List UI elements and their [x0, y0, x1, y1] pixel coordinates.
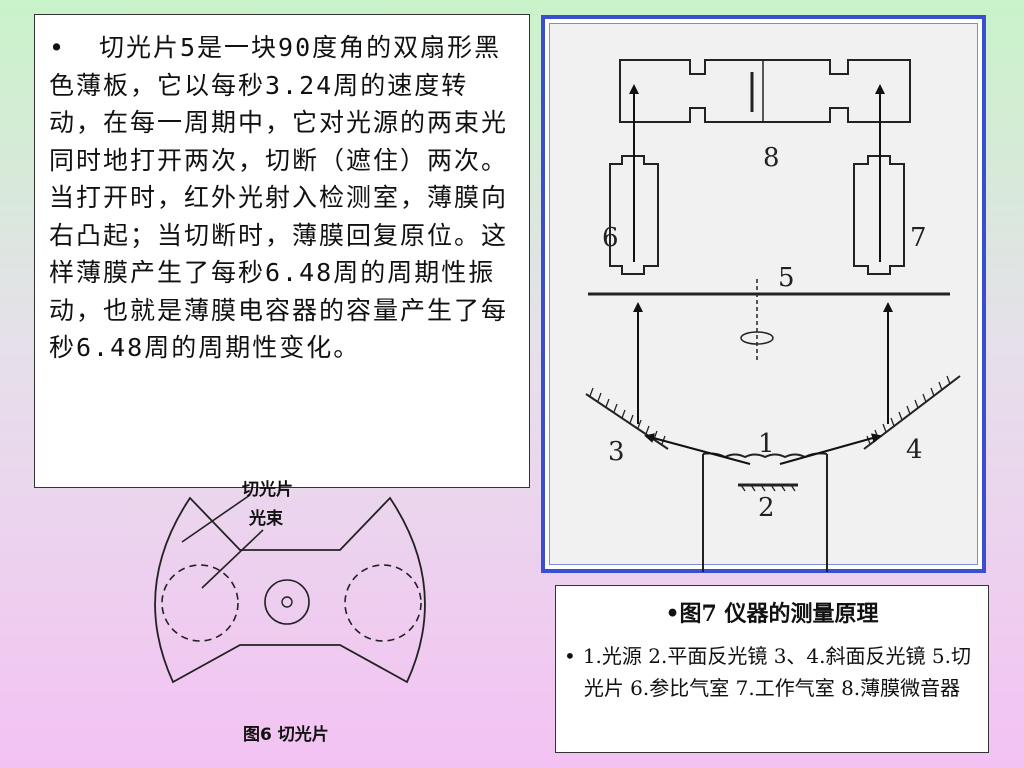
- figure6-caption: 图6 切光片: [243, 725, 329, 745]
- num-6: 6: [602, 223, 619, 253]
- hub-inner: [281, 596, 293, 608]
- figure7-caption-box: •图7 仪器的测量原理 • 1.光源 2.平面反光镜 3、4.斜面反光镜 5.切…: [555, 585, 989, 753]
- ray-to-mirror4: [779, 433, 882, 465]
- beam-circle-left: [161, 564, 239, 642]
- figure7-frame: 8 6 7 5 3 4 1 2: [541, 15, 986, 573]
- figure7-panel: 8 6 7 5 3 4 1 2: [549, 23, 978, 572]
- description-text: 切光片5是一块90度角的双扇形黑色薄板，它以每秒3.24周的速度转动，在每一周期…: [49, 33, 509, 362]
- num-1: 1: [758, 429, 775, 459]
- num-7: 7: [910, 223, 927, 253]
- chopper-diagram: [154, 494, 426, 684]
- microphone-body: [619, 59, 911, 123]
- legend-text: 1.光源 2.平面反光镜 3、4.斜面反光镜 5.切光片 6.参比气室 7.工作…: [582, 644, 971, 700]
- description-box: •切光片5是一块90度角的双扇形黑色薄板，它以每秒3.24周的速度转动，在每一周…: [34, 14, 530, 488]
- reference-cell: [609, 155, 659, 275]
- working-cell: [853, 155, 905, 275]
- figure6-chopper: 切光片 光束 图6 切光片: [145, 470, 435, 745]
- num-8: 8: [763, 143, 780, 173]
- measurement-diagram: 8 6 7 5 3 4 1 2: [585, 59, 961, 572]
- ray-to-mirror3: [644, 433, 751, 465]
- num-5: 5: [778, 263, 795, 293]
- chopper-outline: [154, 496, 426, 684]
- beam-circle-right: [344, 564, 422, 642]
- num-2: 2: [758, 493, 775, 523]
- figure7-title: •图7 仪器的测量原理: [665, 601, 879, 627]
- num-3: 3: [608, 437, 625, 467]
- rotation-symbol: [740, 331, 774, 345]
- hub-outer: [264, 579, 310, 625]
- leader-beam: [201, 529, 264, 589]
- label-chopper: 切光片: [242, 480, 293, 500]
- leader-chopper: [181, 494, 251, 543]
- bullet-marker: •: [49, 33, 67, 62]
- legend-bullet: •: [564, 644, 576, 668]
- num-4: 4: [906, 435, 923, 465]
- label-beam: 光束: [249, 509, 283, 529]
- figure7-legend: • 1.光源 2.平面反光镜 3、4.斜面反光镜 5.切光片 6.参比气室 7.…: [556, 640, 988, 704]
- mirror-3: [585, 393, 669, 450]
